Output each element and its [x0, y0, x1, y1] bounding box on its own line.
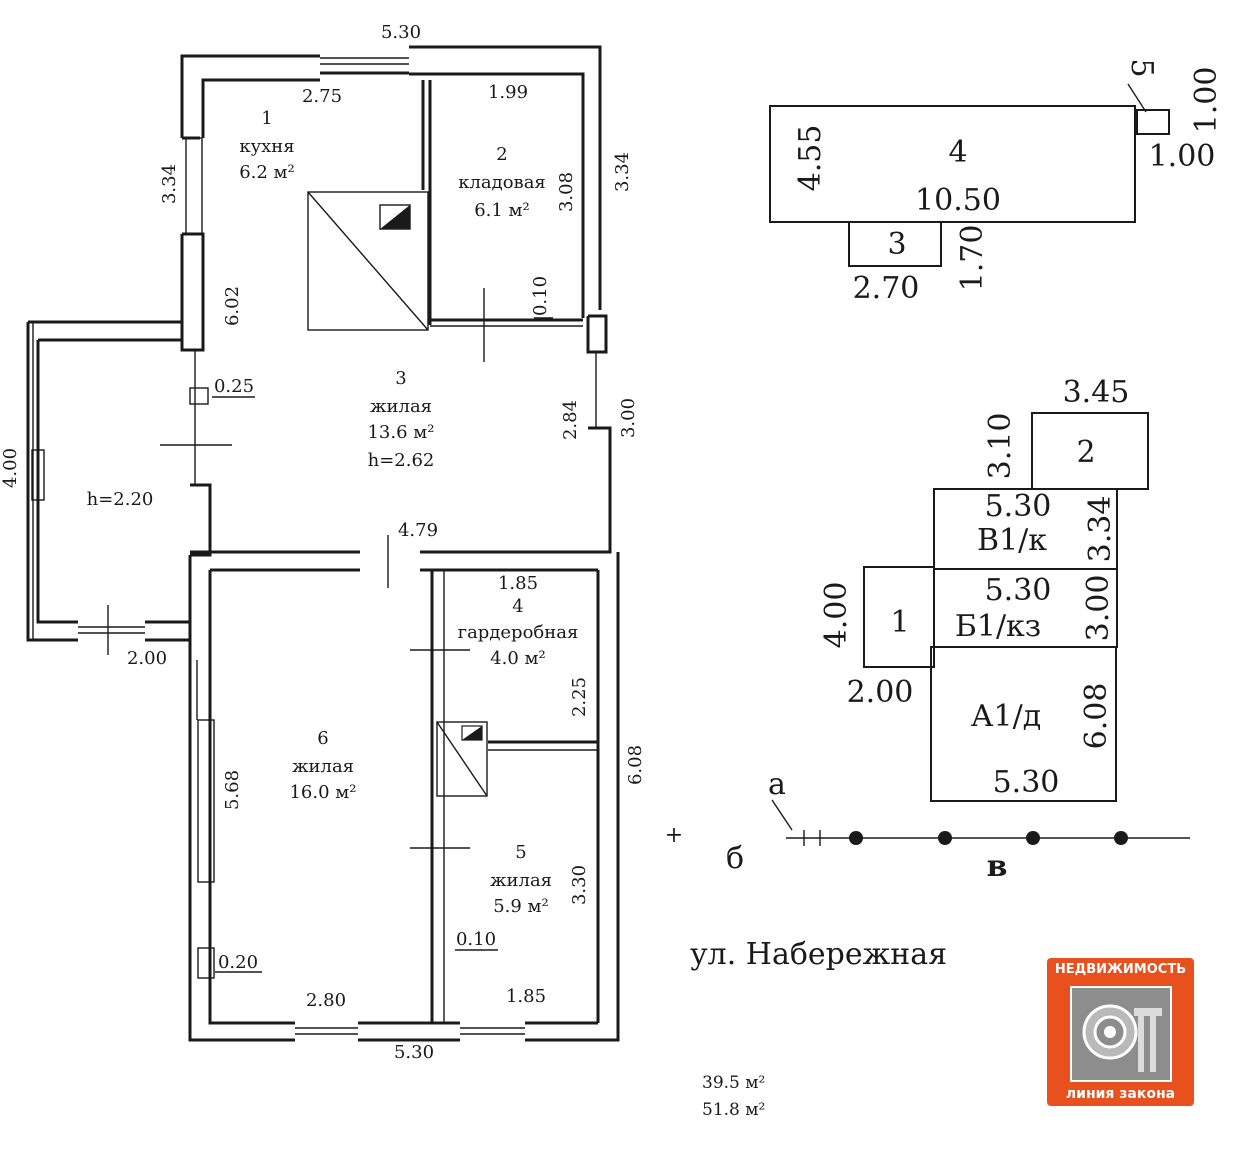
- b5-number: 5: [1124, 58, 1159, 77]
- dim-veranda-left: 4.00: [0, 448, 21, 488]
- site-plan: 3.45 2 3.10 5.30 В1/к 3.34 5.30 Б1/кз 3.…: [665, 375, 1190, 972]
- marker-v: в: [987, 849, 1008, 884]
- room-1-name: кухня: [239, 136, 294, 157]
- dim-outer-right: 3.00: [618, 398, 639, 438]
- dim-room5-bottom: 1.85: [506, 986, 546, 1007]
- room-3-number: 3: [395, 368, 406, 389]
- dim-left-top: 3.34: [159, 164, 180, 204]
- b4-number: 4: [948, 135, 967, 170]
- dim-room6-bottom: 2.80: [306, 990, 346, 1011]
- room-4-name: гардеробная: [458, 622, 579, 643]
- v1-width: 3.34: [1083, 496, 1118, 563]
- b5-height: 1.00: [1189, 67, 1224, 134]
- house-walls: [160, 45, 620, 1042]
- tick-mark: +: [665, 823, 683, 848]
- logo-emblem: [1070, 986, 1172, 1082]
- room-1-area: 6.2 м²: [239, 162, 295, 183]
- logo-top-text: НЕДВИЖИМОСТЬ: [1054, 962, 1187, 977]
- room-5-area: 5.9 м²: [493, 896, 549, 917]
- v1-label: В1/к: [977, 523, 1047, 558]
- b5-width: 1.00: [1149, 139, 1216, 174]
- dim-right-top: 3.34: [612, 152, 633, 192]
- b3-width: 1.70: [955, 225, 990, 292]
- b4-width: 4.55: [793, 125, 828, 192]
- room-2-name: кладовая: [458, 172, 546, 193]
- veranda-height: h=2.20: [87, 489, 154, 510]
- room-3-name: жилая: [370, 396, 432, 417]
- n1-number: 1: [890, 605, 909, 640]
- dim-wardrobe-top: 1.85: [498, 573, 538, 594]
- veranda-walls: [26, 320, 190, 655]
- room-1-number: 1: [261, 108, 272, 129]
- n1-width: 4.00: [819, 582, 854, 649]
- dim-room5-right: 3.30: [569, 865, 590, 905]
- house-labels: 5.30 2.75 1.99 1 кухня 6.2 м² 2 кладовая…: [0, 22, 646, 1063]
- stove-shape-2: [436, 721, 488, 797]
- b1-length: 5.30: [985, 573, 1052, 608]
- outbuildings: 4 10.50 4.55 5 1.00 1.00 3 1.70 2.70: [769, 58, 1224, 306]
- dim-wall-a: 0.20: [218, 952, 258, 973]
- dim-top-overall: 5.30: [381, 22, 421, 43]
- totals: 39.5 м² 51.8 м²: [702, 1073, 765, 1120]
- stove-shape: [307, 191, 429, 331]
- total-area: 51.8 м²: [702, 1100, 765, 1120]
- fence-post: [1114, 831, 1128, 845]
- fence-post: [849, 831, 863, 845]
- dim-partition-a: 0.10: [530, 276, 551, 316]
- b2-width: 3.10: [983, 413, 1018, 480]
- room-5-number: 5: [515, 842, 526, 863]
- a1-length: 5.30: [993, 765, 1060, 800]
- dim-bottom-overall: 5.30: [394, 1042, 434, 1063]
- dim-wardrobe-right: 2.25: [569, 677, 590, 717]
- dim-partition-b: 0.25: [214, 376, 254, 397]
- dim-room3-right: 2.84: [560, 400, 581, 440]
- marker-a: а: [768, 767, 786, 802]
- room-6-area: 16.0 м²: [289, 782, 356, 803]
- room-6-number: 6: [317, 728, 328, 749]
- dim-storage-right: 3.08: [556, 172, 577, 212]
- b1-width: 3.00: [1081, 575, 1116, 642]
- street-name: ул. Набережная: [690, 937, 947, 972]
- dim-wall-b: 0.10: [456, 929, 496, 950]
- logo-bottom-text: линия закона: [1065, 1086, 1176, 1102]
- dim-veranda-bottom: 2.00: [127, 648, 167, 669]
- b3-length: 2.70: [853, 271, 920, 306]
- fence-post: [1026, 831, 1040, 845]
- n1-length: 2.00: [847, 675, 914, 710]
- room-3-area: 13.6 м²: [367, 422, 434, 443]
- b4-length: 10.50: [915, 183, 1001, 218]
- marker-b: б: [726, 841, 744, 876]
- dim-kitchen-top: 2.75: [302, 86, 342, 107]
- room-4-number: 4: [512, 596, 523, 617]
- b3-number: 3: [887, 227, 906, 262]
- dim-outer-right-bottom: 6.08: [625, 745, 646, 785]
- room-4-area: 4.0 м²: [490, 648, 546, 669]
- room-2-number: 2: [496, 144, 507, 165]
- dim-kitchen-left: 6.02: [222, 286, 243, 326]
- b1-label: Б1/кз: [955, 609, 1041, 644]
- room-2-area: 6.1 м²: [474, 200, 530, 221]
- dim-room6-left: 5.68: [222, 770, 243, 810]
- room-3-height: h=2.62: [368, 450, 435, 471]
- dim-middle: 4.79: [398, 520, 438, 541]
- living-area: 39.5 м²: [702, 1073, 765, 1093]
- a1-label: А1/д: [971, 699, 1041, 734]
- b2-length: 3.45: [1063, 375, 1130, 410]
- dim-storage-top: 1.99: [488, 82, 528, 103]
- v1-length: 5.30: [985, 489, 1052, 524]
- room-6-name: жилая: [292, 756, 354, 777]
- a1-width: 6.08: [1079, 683, 1114, 750]
- room-5-name: жилая: [490, 870, 552, 891]
- b2-number: 2: [1076, 435, 1095, 470]
- company-logo: НЕДВИЖИМОСТЬ линия закона: [1047, 958, 1194, 1106]
- fence-post: [938, 831, 952, 845]
